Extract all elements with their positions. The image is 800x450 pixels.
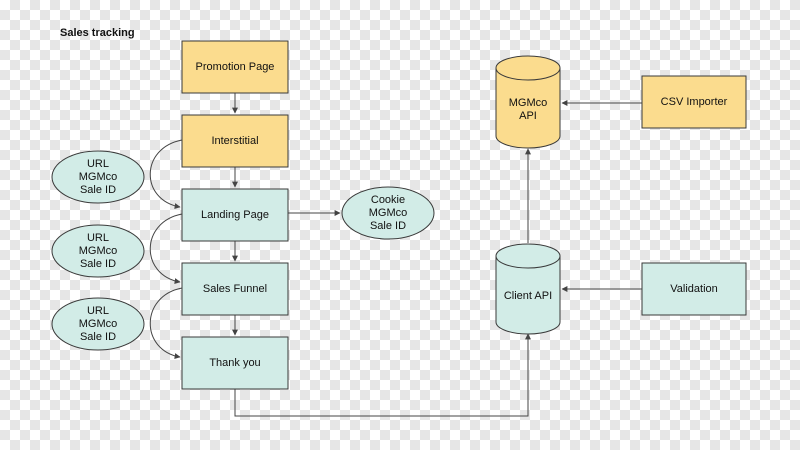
edge-funnel-to-thankyou-curve <box>149 287 183 360</box>
node-interstitial <box>181 114 289 168</box>
diagram-title: Sales tracking <box>60 27 135 39</box>
edge-thankyou-to-clientapi <box>234 333 531 417</box>
node-landing-page <box>181 188 289 242</box>
node-validation <box>641 262 747 316</box>
node-url-sale-id-1 <box>51 150 145 204</box>
node-mgmco-api <box>495 55 561 149</box>
node-sales-funnel <box>181 262 289 316</box>
edge-landing-to-funnel-curve <box>149 213 183 285</box>
node-client-api <box>495 243 561 335</box>
node-thank-you <box>181 336 289 390</box>
node-url-sale-id-3 <box>51 297 145 351</box>
node-cookie-sale-id <box>341 186 435 240</box>
node-csv-importer <box>641 75 747 129</box>
node-promotion-page <box>181 40 289 94</box>
edge-interstitial-to-landing-curve <box>149 139 183 210</box>
node-url-sale-id-2 <box>51 224 145 278</box>
